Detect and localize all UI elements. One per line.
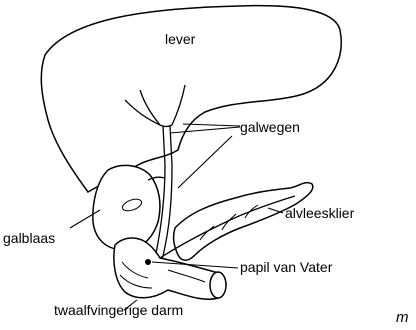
label-papil-van-vater: papil van Vater [240,259,333,275]
corner-mark: m [396,309,409,325]
label-alvleesklier: alvleesklier [285,205,355,221]
pancreas-shape [174,183,313,261]
papilla-of-vater [145,259,151,265]
label-galblaas: galblaas [3,230,55,246]
duodenum-shape [114,238,226,299]
label-lever: lever [165,31,196,47]
duodenum-end [210,272,226,298]
label-galwegen: galwegen [240,119,300,135]
gallbladder-shape [93,165,160,250]
label-twaalfvingerige-darm: twaalfvingerige darm [54,302,183,318]
